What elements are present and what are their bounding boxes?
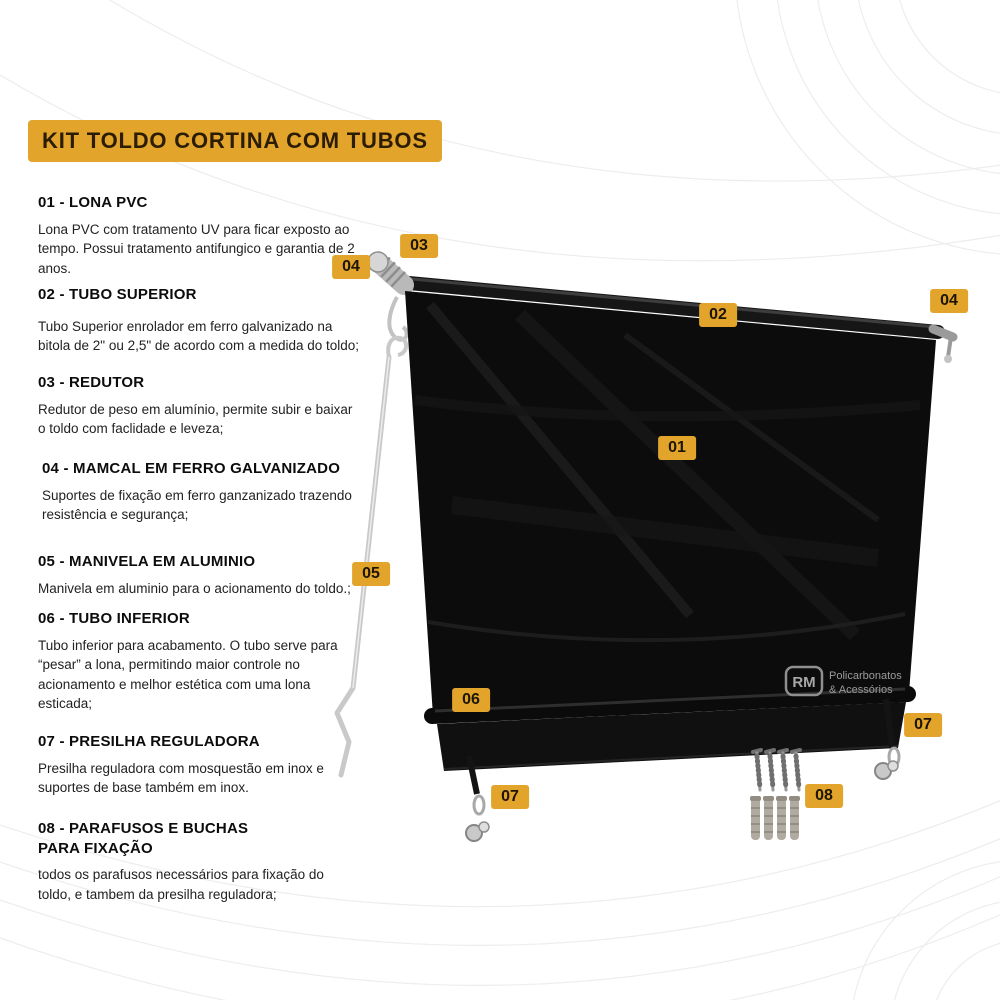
part-section-01: 01 - LONA PVC Lona PVC com tratamento UV… [38,193,360,278]
page-title: KIT TOLDO CORTINA COM TUBOS [28,120,442,162]
badge-06: 06 [452,688,490,712]
left-hook [387,296,409,342]
part-heading-05: 05 - MANIVELA EM ALUMINIO [38,553,256,570]
top-tube [391,275,945,339]
part-heading-08: 08 - PARAFUSOS E BUCHAS PARA FIXAÇÃO [38,820,249,857]
part-body-07: Presilha reguladora com mosquestão em in… [38,760,324,796]
part-body-03: Redutor de peso em alumínio, permite sub… [38,401,353,437]
part-heading-03: 03 - REDUTOR [38,374,145,391]
part-body-01: Lona PVC com tratamento UV para ficar ex… [38,221,355,276]
part-heading-02: 02 - TUBO SUPERIOR [38,286,197,303]
part-section-08: 08 - PARAFUSOS E BUCHAS PARA FIXAÇÃO tod… [38,819,360,904]
part-body-08: todos os parafusos necessários para fixa… [38,867,324,902]
badge-08: 08 [805,784,843,808]
canvas [405,291,936,716]
part-heading-01: 01 - LONA PVC [38,194,148,211]
badge-07-left: 07 [491,785,529,809]
bottom-flap [437,702,906,771]
rm-logo-line1: Policarbonatos [829,670,902,682]
part-section-02: 02 - TUBO SUPERIOR Tubo Superior enrolad… [38,285,360,356]
rm-logo: RM Policarbonatos & Acessórios [784,665,902,697]
right-pulley [874,698,901,780]
badge-02: 02 [699,303,737,327]
badge-04-left: 04 [332,255,370,279]
screws [751,748,802,792]
crank-rod [334,335,409,778]
badge-07-right: 07 [904,713,942,737]
part-heading-06: 06 - TUBO INFERIOR [38,610,190,627]
left-reducer [367,251,414,342]
part-body-05: Manivela em aluminio para o acionamento … [38,580,351,596]
part-body-06: Tubo inferior para acabamento. O tubo se… [38,637,338,712]
rm-logo-mark: RM [792,674,815,691]
part-section-04: 04 - MAMCAL EM FERRO GALVANIZADO Suporte… [38,459,360,525]
badge-05: 05 [352,562,390,586]
part-heading-04: 04 - MAMCAL EM FERRO GALVANIZADO [42,460,341,477]
part-section-05: 05 - MANIVELA EM ALUMINIO Manivela em al… [38,552,360,598]
badge-04-right: 04 [930,289,968,313]
bottom-tube [424,686,916,724]
right-bracket [928,324,958,363]
part-body-04: Suportes de fixação em ferro ganzanizado… [42,487,352,523]
badge-03: 03 [400,234,438,258]
part-heading-07: 07 - PRESILHA REGULADORA [38,733,260,750]
left-pulley [465,755,490,842]
part-section-07: 07 - PRESILHA REGULADORA Presilha regula… [38,732,360,798]
part-body-02: Tubo Superior enrolador em ferro galvani… [38,318,360,354]
part-section-06: 06 - TUBO INFERIOR Tubo inferior para ac… [38,609,360,714]
part-section-03: 03 - REDUTOR Redutor de peso em alumínio… [38,373,360,439]
wall-anchors [750,796,800,840]
rm-logo-line2: & Acessórios [829,684,893,696]
badge-01: 01 [658,436,696,460]
